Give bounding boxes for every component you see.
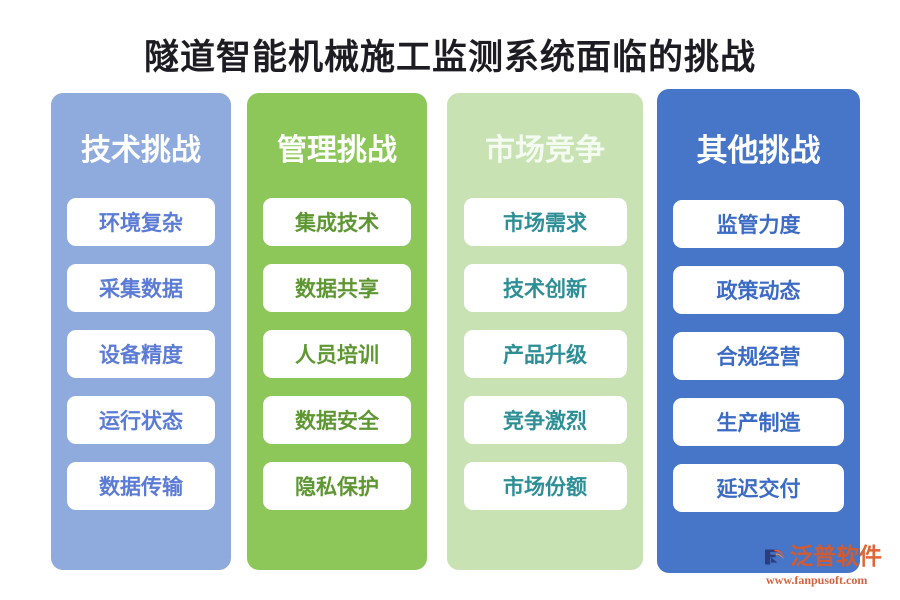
list-item[interactable]: 政策动态 bbox=[673, 266, 844, 314]
column-header-technology: 技术挑战 bbox=[81, 134, 201, 167]
column-header-others: 其他挑战 bbox=[696, 133, 821, 168]
column-items-management: 集成技术 数据共享 人员培训 数据安全 隐私保护 bbox=[247, 198, 427, 510]
list-item[interactable]: 合规经营 bbox=[673, 332, 844, 380]
column-items-others: 监管力度 政策动态 合规经营 生产制造 延迟交付 bbox=[657, 200, 860, 512]
watermark-url: www.fanpusoft.com bbox=[766, 573, 868, 587]
challenge-column-others[interactable]: 其他挑战 监管力度 政策动态 合规经营 生产制造 延迟交付 bbox=[657, 89, 860, 573]
watermark-brand-row: 泛普软件 bbox=[762, 544, 882, 570]
challenge-column-market[interactable]: 市场竞争 市场需求 技术创新 产品升级 竞争激烈 市场份额 bbox=[447, 93, 643, 570]
list-item[interactable]: 市场需求 bbox=[463, 198, 627, 246]
watermark-brand: 泛普软件 bbox=[790, 544, 882, 569]
column-items-technology: 环境复杂 采集数据 设备精度 运行状态 数据传输 bbox=[51, 198, 231, 510]
list-item[interactable]: 环境复杂 bbox=[67, 198, 215, 246]
list-item[interactable]: 延迟交付 bbox=[673, 464, 844, 512]
list-item[interactable]: 采集数据 bbox=[67, 264, 215, 312]
list-item[interactable]: 设备精度 bbox=[67, 330, 215, 378]
list-item[interactable]: 产品升级 bbox=[463, 330, 627, 378]
column-items-market: 市场需求 技术创新 产品升级 竞争激烈 市场份额 bbox=[447, 198, 643, 510]
list-item[interactable]: 数据传输 bbox=[67, 462, 215, 510]
list-item[interactable]: 运行状态 bbox=[67, 396, 215, 444]
list-item[interactable]: 数据安全 bbox=[263, 396, 411, 444]
list-item[interactable]: 技术创新 bbox=[463, 264, 627, 312]
list-item[interactable]: 集成技术 bbox=[263, 198, 411, 246]
list-item[interactable]: 人员培训 bbox=[263, 330, 411, 378]
column-header-management: 管理挑战 bbox=[277, 134, 397, 167]
list-item[interactable]: 竞争激烈 bbox=[463, 396, 627, 444]
page-title: 隧道智能机械施工监测系统面临的挑战 bbox=[143, 38, 756, 77]
list-item[interactable]: 隐私保护 bbox=[263, 462, 411, 510]
list-item[interactable]: 数据共享 bbox=[263, 264, 411, 312]
challenge-column-management[interactable]: 管理挑战 集成技术 数据共享 人员培训 数据安全 隐私保护 bbox=[247, 93, 427, 570]
fanpu-swoosh-logo-icon bbox=[762, 544, 788, 570]
list-item[interactable]: 监管力度 bbox=[673, 200, 844, 248]
list-item[interactable]: 生产制造 bbox=[673, 398, 844, 446]
challenge-column-technology[interactable]: 技术挑战 环境复杂 采集数据 设备精度 运行状态 数据传输 bbox=[51, 93, 231, 570]
column-header-market: 市场竞争 bbox=[485, 134, 605, 167]
list-item[interactable]: 市场份额 bbox=[463, 462, 627, 510]
watermark: 泛普软件 www.fanpusoft.com bbox=[762, 540, 900, 592]
